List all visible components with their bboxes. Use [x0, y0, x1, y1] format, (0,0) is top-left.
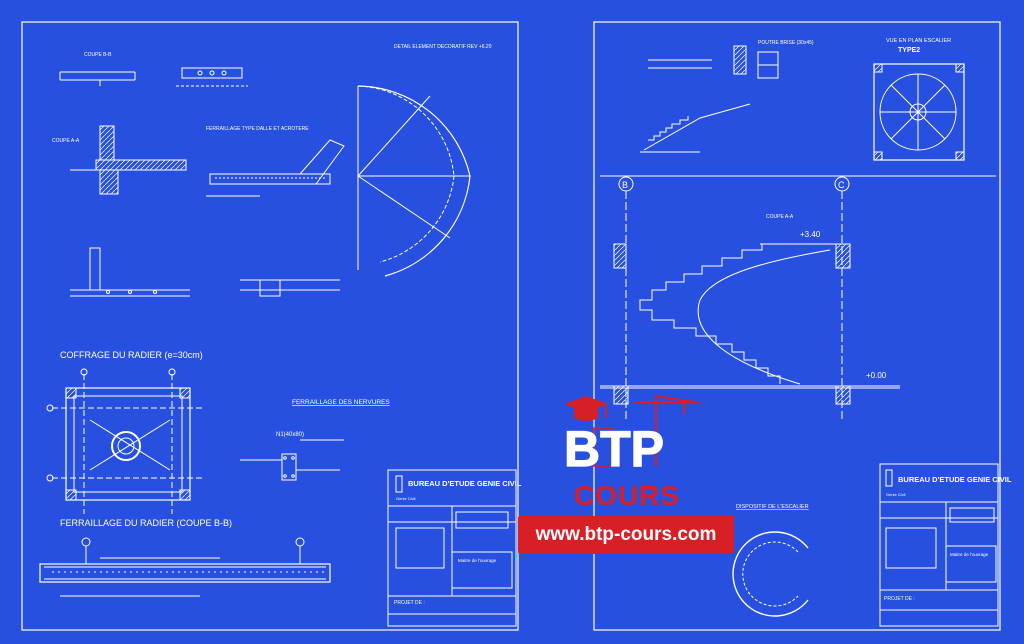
building-icon	[593, 427, 613, 467]
coupe-bb-detail	[59, 67, 248, 87]
ferraillage-radier-title: FERRAILLAGE DU RADIER (COUPE B-B)	[60, 518, 232, 528]
axis-c-label: C	[838, 180, 845, 190]
graduation-cap-icon	[564, 396, 608, 421]
left-title-block	[387, 469, 517, 627]
coupe-bb-label: COUPE B-B	[84, 52, 112, 58]
left-project-label: PROJET DE :	[394, 600, 425, 606]
detail-element-label: DETAIL ELEMENT DECORATIF REV +6.20	[394, 44, 492, 50]
coupe-aa-right-label: COUPE A-A	[766, 214, 794, 220]
ferraillage-dalle-label: FERRAILLAGE TYPE DALLE ET ACROTERE	[206, 126, 309, 132]
coffrage-radier-title: COFFRAGE DU RADIER (e=30cm)	[60, 350, 203, 360]
right-sheet: POUTRE BRISE (30x45) VUE EN PLAN ESCALIE…	[593, 21, 1001, 631]
coupe-aa-label: COUPE A-A	[52, 138, 80, 144]
btp-cours-watermark: BTP COURS www.btp-cours.com	[516, 388, 738, 558]
nervure-section	[240, 439, 344, 481]
brand-subtitle: COURS	[573, 480, 681, 511]
acrotere-detail	[70, 247, 190, 297]
level-top-label: +3.40	[800, 230, 821, 239]
vue-plan-label: VUE EN PLAN ESCALIER	[886, 38, 951, 44]
left-small-logo: Genie Civil	[396, 496, 415, 501]
right-owner-label: Maitre de l'ouvrage	[950, 552, 989, 557]
ferraillage-radier-section	[39, 537, 331, 597]
axis-b-label: B	[622, 180, 628, 190]
type-label: TYPE2	[898, 47, 920, 54]
escalier-coupe	[600, 176, 900, 420]
dispositif-label: DISPOSITIF DE L'ESCALIER	[736, 504, 809, 510]
poutre-detail	[648, 45, 779, 79]
level-zero-label: +0.00	[866, 371, 887, 380]
decorative-element-plan	[357, 85, 471, 277]
brand-text: BTP	[564, 421, 664, 477]
escalier-section-small	[640, 103, 751, 153]
left-sheet-border	[21, 21, 519, 631]
right-project-label: PROJET DE :	[884, 596, 915, 602]
coffrage-radier-plan	[46, 368, 204, 514]
btp-brand-mark: BTP	[563, 395, 699, 478]
crane-icon	[634, 395, 699, 466]
section-n1-label: N1(40x80)	[276, 432, 304, 438]
left-owner-label: Maitre de l'ouvrage	[458, 558, 497, 563]
c-ring-detail	[732, 531, 809, 617]
vue-plan-escalier	[873, 63, 965, 161]
left-sheet: COUPE B-B COUPE A-A FERRAILLAGE TYPE DAL…	[21, 21, 519, 631]
left-office-name: BUREAU D'ETUDE GENIE CIVIL	[408, 479, 522, 488]
right-office-name: BUREAU D'ETUDE GENIE CIVIL	[898, 475, 1012, 484]
right-sheet-border	[593, 21, 1001, 631]
ferraillage-dalle-detail	[206, 139, 345, 297]
right-title-block	[879, 463, 999, 627]
coupe-aa-detail	[70, 125, 187, 195]
ferraillage-nervures-title: FERRAILLAGE DES NERVURES	[292, 399, 390, 406]
website-link[interactable]: www.btp-cours.com	[518, 516, 734, 554]
right-small-logo: Genie Civil	[886, 492, 905, 497]
poutre-brisee-label: POUTRE BRISE (30x45)	[758, 40, 814, 46]
